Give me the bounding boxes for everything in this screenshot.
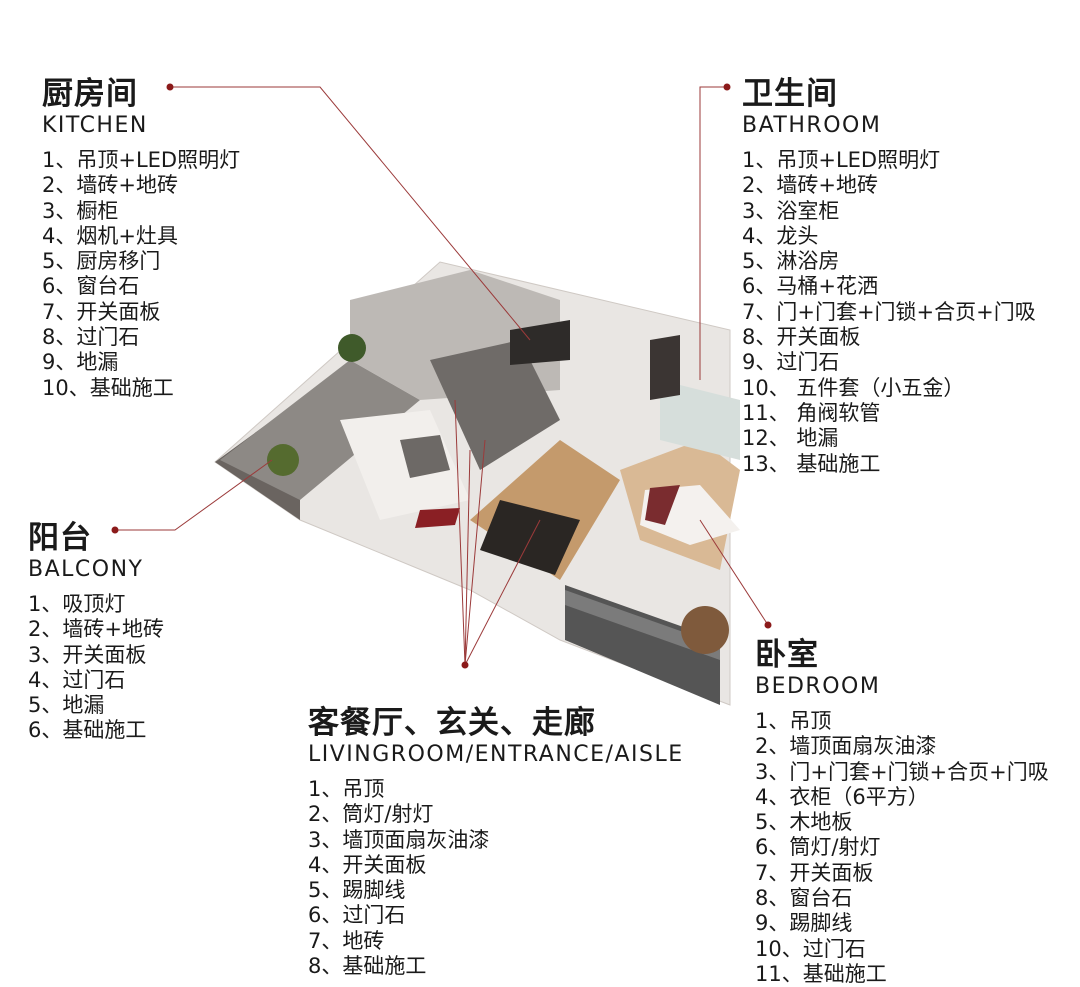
list-item: 4、衣柜（6平方） xyxy=(755,784,929,809)
balcony-marker-dot xyxy=(111,526,119,534)
bathroom-title-en: BATHROOM xyxy=(742,113,882,138)
list-item: 6、筒灯/射灯 xyxy=(755,835,881,860)
living-leader-3 xyxy=(464,439,486,666)
list-item: 7、开关面板 xyxy=(42,299,161,324)
list-item: 1、吊顶 xyxy=(755,709,832,733)
kitchen-title-en: KITCHEN xyxy=(42,113,148,138)
list-item: 9、过门石 xyxy=(742,350,840,375)
list-item: 5、地漏 xyxy=(28,693,105,718)
list-item: 6、窗台石 xyxy=(42,274,140,299)
living-marker-dot xyxy=(461,661,469,669)
list-item: 10、过门石 xyxy=(755,936,866,961)
balcony-title-en: BALCONY xyxy=(28,557,144,582)
bedroom-title-en: BEDROOM xyxy=(755,674,881,699)
list-item: 6、过门石 xyxy=(308,903,406,928)
kitchen-marker-dot xyxy=(166,83,174,91)
list-item: 2、墙顶面扇灰油漆 xyxy=(755,734,937,759)
list-item: 8、基础施工 xyxy=(308,954,427,979)
living-leader-2 xyxy=(464,449,471,666)
list-item: 10、基础施工 xyxy=(42,375,174,400)
list-item: 3、开关面板 xyxy=(28,642,147,667)
kitchen-leader xyxy=(170,86,531,341)
list-item: 2、墙砖+地砖 xyxy=(28,617,164,642)
list-item: 9、踢脚线 xyxy=(755,911,853,936)
list-item: 4、开关面板 xyxy=(308,852,427,877)
balcony-list: 1、吸顶灯 2、墙砖+地砖 3、开关面板 4、过门石 5、地漏 6、基础施工 xyxy=(28,592,164,744)
list-item: 4、过门石 xyxy=(28,667,126,692)
list-item: 6、基础施工 xyxy=(28,718,147,743)
bedroom-leader xyxy=(699,519,769,626)
bathroom-list: 1、吊顶+LED照明灯 2、墙砖+地砖 3、浴室柜 4、龙头 5、淋浴房 6、马… xyxy=(742,148,1036,477)
bedroom-title: 卧室 xyxy=(755,637,819,673)
bedroom-marker-dot xyxy=(764,621,772,629)
list-item: 8、过门石 xyxy=(42,325,140,350)
list-item: 1、吊顶 xyxy=(308,777,385,801)
kitchen-title: 厨房间 xyxy=(42,76,138,112)
list-item: 12、 地漏 xyxy=(742,426,839,451)
apartment-3d-render xyxy=(214,261,740,706)
list-item: 5、厨房移门 xyxy=(42,249,161,274)
list-item: 7、地砖 xyxy=(308,928,385,953)
leader-lines xyxy=(115,86,769,666)
living-title: 客餐厅、玄关、走廊 xyxy=(308,705,596,741)
list-item: 9、地漏 xyxy=(42,350,119,375)
list-item: 5、踢脚线 xyxy=(308,878,406,903)
kitchen-list: 1、吊顶+LED照明灯 2、墙砖+地砖 3、橱柜 4、烟机+灶具 5、厨房移门 … xyxy=(42,148,240,401)
list-item: 1、吸顶灯 xyxy=(28,592,126,616)
list-item: 2、墙砖+地砖 xyxy=(42,173,178,198)
list-item: 8、窗台石 xyxy=(755,886,853,911)
balcony-leader xyxy=(115,459,273,531)
bathroom-marker-dot xyxy=(723,83,731,91)
bathroom-section: 卫生间 BATHROOM 1、吊顶+LED照明灯 2、墙砖+地砖 3、浴室柜 4… xyxy=(742,76,1036,477)
list-item: 2、墙砖+地砖 xyxy=(742,173,878,198)
list-item: 3、门+门套+门锁+合页+门吸 xyxy=(755,759,1049,784)
living-section: 客餐厅、玄关、走廊 LIVINGROOM/ENTRANCE/AISLE 1、吊顶… xyxy=(308,705,684,979)
list-item: 1、吊顶+LED照明灯 xyxy=(42,148,241,172)
list-item: 3、墙顶面扇灰油漆 xyxy=(308,827,490,852)
list-item: 4、烟机+灶具 xyxy=(42,223,178,248)
bedroom-section: 卧室 BEDROOM 1、吊顶 2、墙顶面扇灰油漆 3、门+门套+门锁+合页+门… xyxy=(755,637,1049,987)
bathroom-leader xyxy=(699,86,727,380)
list-item: 5、木地板 xyxy=(755,810,853,835)
list-item: 8、开关面板 xyxy=(742,325,861,350)
list-item: 7、开关面板 xyxy=(755,860,874,885)
list-item: 13、 基础施工 xyxy=(742,451,881,476)
bedroom-list: 1、吊顶 2、墙顶面扇灰油漆 3、门+门套+门锁+合页+门吸 4、衣柜（6平方）… xyxy=(755,709,1049,987)
list-item: 7、门+门套+门锁+合页+门吸 xyxy=(742,299,1036,324)
living-list: 1、吊顶 2、筒灯/射灯 3、墙顶面扇灰油漆 4、开关面板 5、踢脚线 6、过门… xyxy=(308,777,684,979)
living-leader-1 xyxy=(454,399,466,666)
kitchen-section: 厨房间 KITCHEN 1、吊顶+LED照明灯 2、墙砖+地砖 3、橱柜 4、烟… xyxy=(42,76,240,401)
list-item: 3、浴室柜 xyxy=(742,198,840,223)
balcony-section: 阳台 BALCONY 1、吸顶灯 2、墙砖+地砖 3、开关面板 4、过门石 5、… xyxy=(28,520,164,744)
list-item: 11、 角阀软管 xyxy=(742,400,881,425)
list-item: 5、淋浴房 xyxy=(742,249,840,274)
living-title-en: LIVINGROOM/ENTRANCE/AISLE xyxy=(308,742,684,767)
list-item: 11、基础施工 xyxy=(755,961,887,986)
balcony-title: 阳台 xyxy=(28,520,92,556)
list-item: 4、龙头 xyxy=(742,223,819,248)
living-leader-4 xyxy=(464,519,541,666)
list-item: 6、马桶+花洒 xyxy=(742,274,878,299)
list-item: 10、 五件套（小五金） xyxy=(742,375,965,400)
bathroom-title: 卫生间 xyxy=(742,76,838,112)
list-item: 3、橱柜 xyxy=(42,198,119,223)
list-item: 1、吊顶+LED照明灯 xyxy=(742,148,941,172)
list-item: 2、筒灯/射灯 xyxy=(308,802,434,827)
